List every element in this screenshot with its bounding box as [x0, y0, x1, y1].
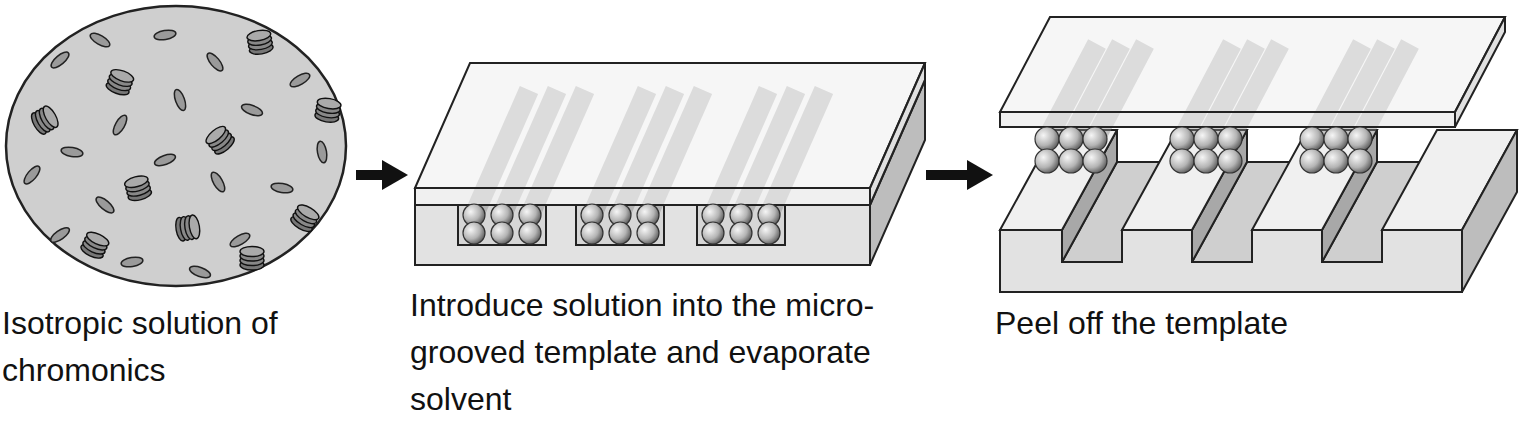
panel: Isotropic solution of chromonics	[2, 0, 354, 394]
rod-end	[1194, 127, 1218, 151]
cover-plate-side	[1455, 17, 1505, 127]
single-disc	[48, 225, 71, 245]
rod-end	[1170, 149, 1194, 173]
single-disc	[111, 113, 130, 137]
disc-stack	[29, 104, 61, 137]
single-disc	[172, 88, 188, 112]
rod-end	[463, 222, 485, 244]
rod-end	[1170, 127, 1194, 151]
template-front-face	[415, 205, 870, 265]
groove	[458, 205, 546, 245]
rod-end	[609, 222, 631, 244]
panel: Peel off the template	[995, 0, 1520, 347]
disc-stack	[123, 174, 152, 203]
panel: Introduce solution into the micro-groove…	[410, 0, 924, 423]
single-disc	[270, 182, 293, 195]
cover-plate-top	[1000, 17, 1505, 112]
panel-caption: Isotropic solution of chromonics	[2, 300, 357, 394]
disc-stack	[246, 29, 274, 56]
panel-caption: Introduce solution into the micro-groove…	[410, 282, 910, 423]
rod-end	[1348, 127, 1372, 151]
rod-end	[1059, 149, 1083, 173]
rod-end	[1059, 127, 1083, 151]
cover-plate-side	[870, 63, 925, 205]
single-disc	[21, 164, 42, 187]
disc-stack	[79, 230, 111, 261]
rod-end	[1300, 127, 1324, 151]
rod-end	[1083, 127, 1107, 151]
cover-plate-front	[415, 188, 870, 205]
rod-end	[1348, 149, 1372, 173]
process-arrow	[926, 170, 971, 180]
rod-end	[581, 222, 603, 244]
filled-template	[415, 63, 925, 265]
disc-stack	[203, 123, 236, 156]
groove	[697, 205, 785, 245]
single-disc	[120, 256, 143, 269]
template-side-face	[1462, 130, 1517, 292]
rod-end	[1083, 149, 1107, 173]
single-disc	[153, 152, 177, 168]
panel-caption: Peel off the template	[995, 300, 1510, 347]
rod-end	[1218, 127, 1242, 151]
rod-end	[1218, 149, 1242, 173]
disc-stack	[174, 214, 201, 242]
rod-end	[702, 222, 724, 244]
single-disc	[288, 71, 312, 90]
rod-end	[1035, 127, 1059, 151]
single-disc	[153, 29, 176, 42]
rod-end	[1035, 149, 1059, 173]
rod-ends	[463, 204, 780, 244]
single-disc	[60, 146, 83, 159]
solution-ellipse	[6, 6, 346, 286]
rod-end	[519, 222, 541, 244]
rod-end	[730, 222, 752, 244]
single-disc	[209, 170, 228, 194]
single-disc	[94, 194, 117, 215]
rod-end	[491, 222, 513, 244]
rod-end	[1194, 149, 1218, 173]
single-disc	[49, 49, 72, 70]
rod-end	[1324, 149, 1348, 173]
disc-stack	[240, 247, 264, 271]
single-disc	[88, 31, 112, 50]
template-front-face	[1000, 230, 1462, 292]
groove	[576, 205, 664, 245]
rod-end	[1300, 149, 1324, 173]
cover-plate-top	[415, 63, 925, 188]
single-disc	[204, 51, 225, 74]
rod-end	[637, 222, 659, 244]
solution-drop	[6, 6, 346, 286]
single-disc	[240, 102, 264, 118]
rod-end	[1324, 127, 1348, 151]
rod-ends	[1035, 127, 1372, 173]
rod-end	[758, 222, 780, 244]
process-arrow	[356, 170, 386, 180]
disc-stack	[105, 67, 136, 97]
peeled-template	[1000, 17, 1517, 292]
single-disc	[316, 140, 329, 163]
disc-stack	[314, 97, 342, 124]
cover-plate-front	[1000, 112, 1455, 127]
disc-stack	[289, 202, 322, 234]
single-disc	[188, 264, 212, 280]
